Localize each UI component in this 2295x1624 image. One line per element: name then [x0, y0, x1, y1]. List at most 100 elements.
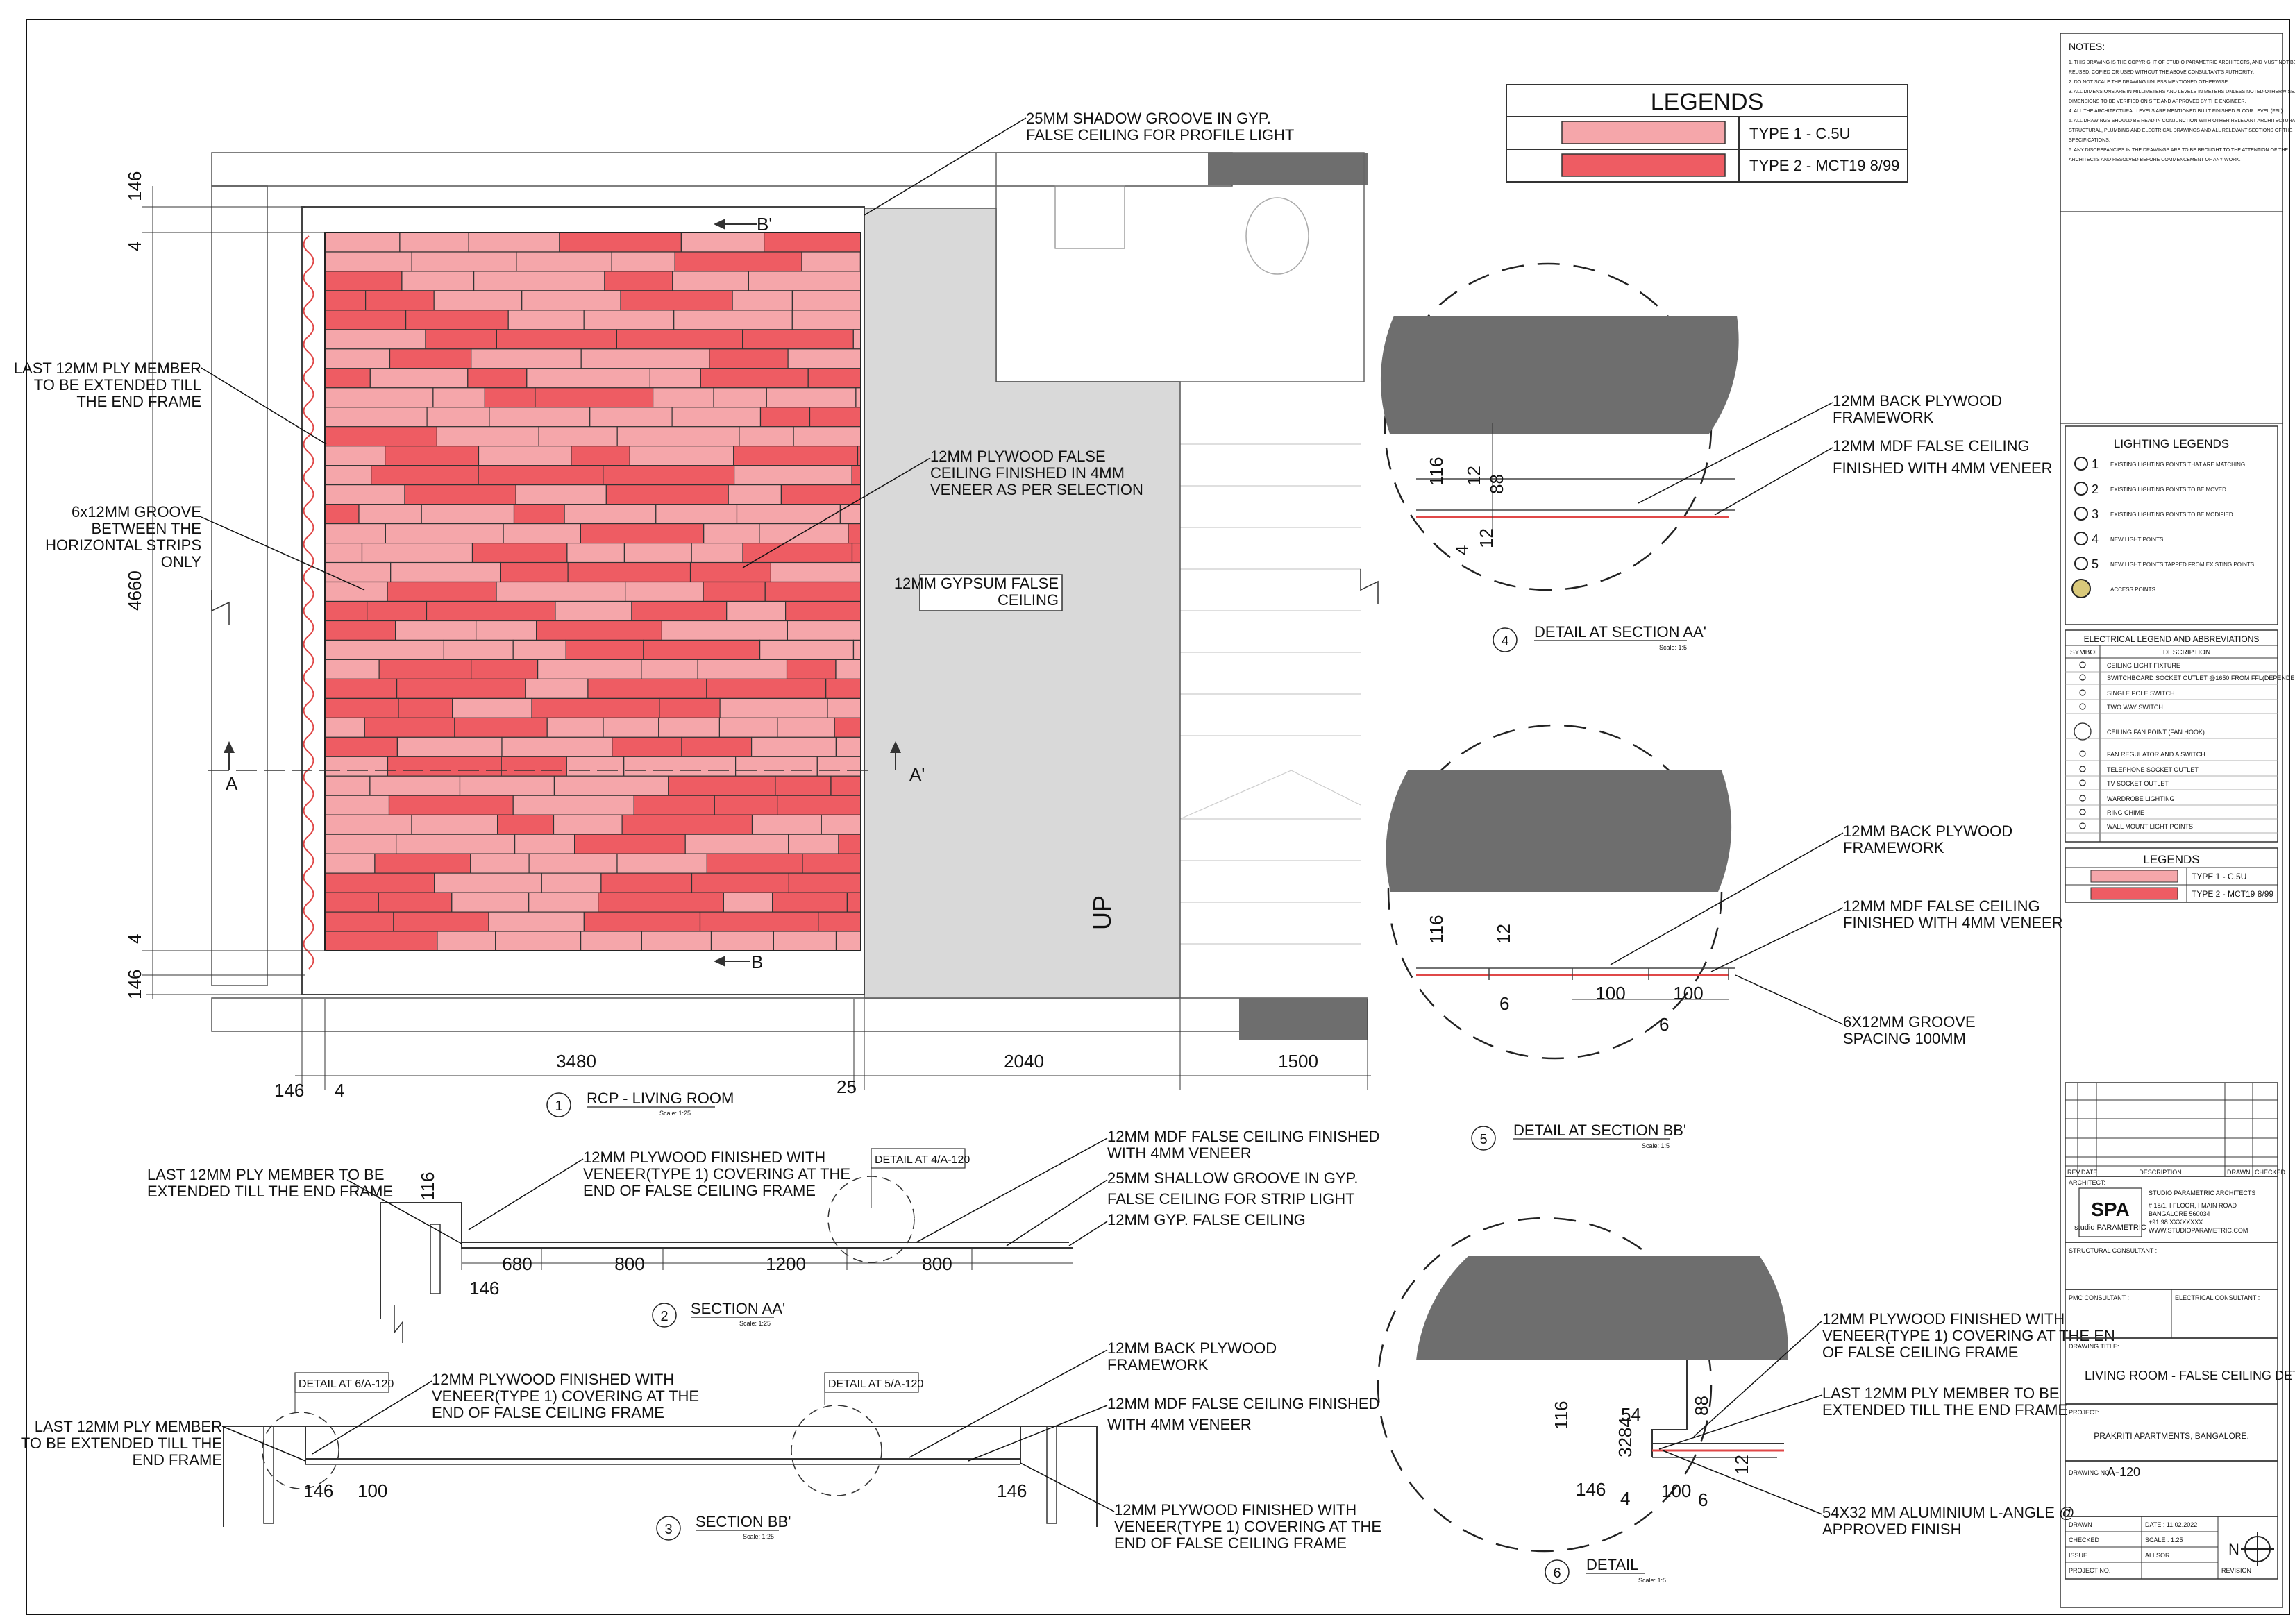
veneer-plank	[852, 639, 861, 661]
veneer-plank	[821, 814, 861, 835]
section-label-b: B	[751, 951, 763, 972]
veneer-plank	[489, 407, 591, 428]
d5-dim-6b: 6	[1659, 1014, 1669, 1035]
veneer-plank	[807, 368, 861, 389]
veneer-plank	[396, 834, 516, 854]
veneer-plank	[838, 834, 861, 854]
veneer-plank	[324, 523, 387, 544]
electrical-head-desc: DESCRIPTION	[2163, 649, 2210, 657]
electrical-symbol-icon	[2079, 661, 2086, 668]
veneer-plank	[565, 639, 644, 661]
pmc-label: PMC CONSULTANT :	[2069, 1294, 2129, 1301]
veneer-plank	[361, 542, 473, 564]
lighting-num: 1	[2092, 457, 2099, 471]
veneer-plank	[398, 697, 453, 719]
note-line: SPECIFICATIONS.	[2069, 138, 2110, 143]
d6-dim-88: 88	[1691, 1396, 1712, 1416]
plan-title-num: 1	[555, 1099, 562, 1114]
veneer-plank	[616, 329, 743, 350]
veneer-plank	[324, 290, 367, 311]
veneer-plank	[390, 561, 501, 583]
veneer-plank	[766, 387, 857, 408]
veneer-plank	[401, 271, 475, 291]
veneer-plank	[512, 639, 566, 661]
d6-note-ply-1: 12MM PLYWOOD FINISHED WITH	[1822, 1310, 2065, 1328]
section-label-a-prime: A'	[909, 764, 925, 785]
aa-note-left-1: LAST 12MM PLY MEMBER TO BE	[147, 1166, 385, 1183]
aa-note-left-2: EXTENDED TILL THE END FRAME	[147, 1183, 393, 1200]
veneer-plank	[759, 407, 811, 428]
veneer-plank	[378, 892, 453, 913]
d6-num: 6	[1553, 1566, 1561, 1581]
veneer-plank	[786, 659, 837, 680]
veneer-plank	[324, 620, 396, 641]
dim-25: 25	[837, 1076, 857, 1097]
note-groove-4: ONLY	[161, 553, 202, 570]
veneer-plank	[324, 368, 371, 389]
veneer-plank	[451, 697, 532, 719]
electrical-desc: WARDROBE LIGHTING	[2107, 795, 2175, 802]
dim-146-bot: 146	[124, 970, 145, 999]
note-line: 1. THIS DRAWING IS THE COPYRIGHT OF STUD…	[2069, 60, 2295, 65]
toilet-room	[995, 152, 1365, 382]
veneer-plank	[733, 446, 859, 466]
veneer-plank	[324, 678, 398, 700]
sidebar-legends-box	[2065, 847, 2278, 903]
rev-head-desc: DESCRIPTION	[2139, 1169, 2182, 1176]
veneer-plank	[680, 232, 765, 253]
note-line: 2. DO NOT SCALE THE DRAWING UNLESS MENTI…	[2069, 80, 2229, 85]
veneer-plank	[764, 232, 861, 253]
veneer-plank	[566, 542, 625, 564]
ply-member-edge	[303, 235, 314, 970]
veneer-plank	[773, 931, 837, 951]
d5-note-groove-1: 6X12MM GROOVE	[1843, 1013, 1976, 1031]
veneer-plank	[324, 503, 360, 525]
note-line: 4. ALL THE ARCHITECTURAL LEVELS ARE MENT…	[2069, 109, 2284, 114]
veneer-plank	[468, 232, 560, 253]
veneer-plank	[367, 600, 428, 622]
lighting-desc: EXISTING LIGHTING POINTS THAT ARE MATCHI…	[2110, 462, 2245, 468]
veneer-plank	[385, 446, 480, 466]
veneer-plank	[674, 251, 802, 272]
veneer-plank	[620, 290, 733, 311]
veneer-plank	[709, 348, 789, 369]
veneer-plank	[603, 717, 659, 738]
veneer-plank	[784, 600, 861, 622]
aa-dim-116: 116	[417, 1172, 438, 1201]
note-plywood-1: 12MM PLYWOOD FALSE	[930, 448, 1106, 465]
veneer-plank	[324, 892, 379, 913]
veneer-plank	[700, 368, 809, 389]
veneer-plank	[793, 426, 861, 447]
veneer-plank	[324, 795, 390, 815]
veneer-plank	[426, 600, 556, 622]
d6-dim-3284: 3284	[1615, 1417, 1636, 1457]
detail-6: 12MM PLYWOOD FINISHED WITH VENEER(TYPE 1…	[1377, 1217, 2115, 1584]
veneer-plank	[324, 756, 389, 777]
veneer-plank	[553, 814, 623, 835]
veneer-plank	[631, 600, 728, 622]
d6-dim-54: 54	[1621, 1404, 1641, 1425]
veneer-plank	[851, 465, 861, 486]
d6-scale: Scale: 1:5	[1638, 1577, 1666, 1584]
veneer-plank	[771, 892, 848, 913]
logo-text: SPA	[2091, 1199, 2130, 1220]
electrical-legend-box	[2065, 629, 2278, 843]
lighting-num: 4	[2092, 532, 2099, 546]
veneer-plank	[528, 892, 599, 913]
veneer-plank	[503, 523, 581, 544]
firm-line-4: WWW.STUDIOPARAMETRIC.COM	[2149, 1227, 2248, 1234]
note-groove-3: HORIZONTAL STRIPS	[45, 536, 201, 554]
lighting-desc: NEW LIGHT POINTS TAPPED FROM EXISTING PO…	[2110, 561, 2254, 568]
d6-note-ply-2: VENEER(TYPE 1) COVERING AT THE EN	[1822, 1327, 2115, 1344]
veneer-plank	[536, 620, 663, 641]
north-label: N	[2228, 1541, 2239, 1558]
note-shadow-1: 25MM SHADOW GROOVE IN GYP.	[1026, 110, 1271, 127]
legend-type2-label: TYPE 2 - MCT19 8/99	[1749, 157, 1899, 174]
veneer-plank	[451, 892, 530, 913]
bb-note-ply-r-1: 12MM PLYWOOD FINISHED WITH	[1114, 1501, 1356, 1519]
note-groove-2: BETWEEN THE	[91, 520, 201, 537]
veneer-plank	[726, 600, 787, 622]
notes-list: 1. THIS DRAWING IS THE COPYRIGHT OF STUD…	[2069, 60, 2295, 162]
veneer-plank	[684, 834, 789, 854]
veneer-plank	[437, 931, 496, 951]
